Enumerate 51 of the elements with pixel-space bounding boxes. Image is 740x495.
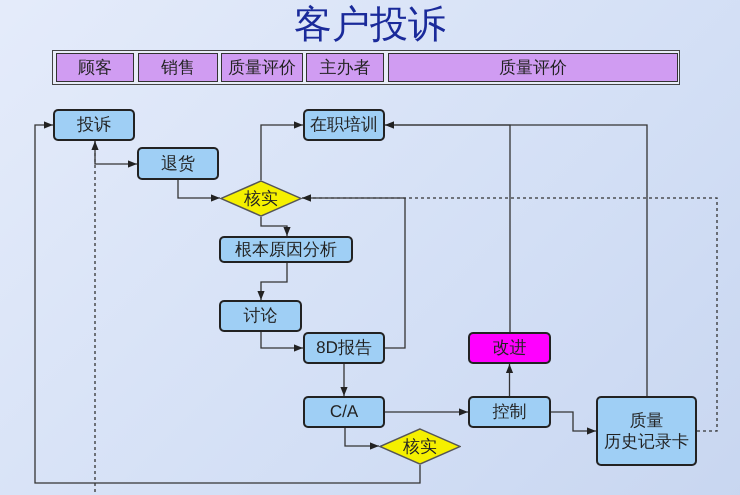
process-box: [219, 300, 302, 332]
arrow: [260, 217, 291, 236]
arrow: [177, 180, 220, 202]
node-label: 顾客: [78, 56, 112, 78]
header-band: [221, 53, 303, 82]
process-box: [303, 396, 385, 428]
process-box: [303, 332, 385, 364]
process-box: [303, 109, 385, 141]
arrow: [260, 332, 303, 352]
node-label: 改进: [492, 337, 526, 359]
process-box: [53, 109, 135, 141]
header-band: [306, 53, 384, 82]
node-label: 8D报告: [316, 337, 372, 359]
process-box: [137, 147, 219, 180]
arrow: [506, 364, 514, 396]
header-band: [388, 53, 678, 82]
arrow: [260, 121, 303, 180]
arrow: [385, 408, 468, 416]
arrow: [340, 364, 348, 396]
arrow: [385, 121, 648, 396]
arrow: [257, 263, 288, 300]
header-band: [138, 53, 218, 82]
node-label: 销售: [161, 56, 195, 78]
node-label: 质量评价: [499, 56, 567, 78]
arrow: [91, 141, 99, 492]
arrow: [551, 411, 596, 435]
node-label: 主办者: [320, 56, 370, 78]
process-box: [596, 396, 697, 466]
node-label: C/A: [330, 401, 358, 423]
node-label: 在职培训: [310, 114, 378, 136]
decision-diamond: [220, 180, 302, 217]
node-label: 核实: [244, 188, 278, 210]
node-label: 核实: [403, 436, 437, 458]
process-box: [219, 236, 353, 263]
process-box: [468, 396, 551, 428]
title: 客户投诉: [293, 3, 447, 48]
header-frame: [52, 50, 680, 85]
header-band: [56, 53, 134, 82]
node-label: 退货: [161, 152, 195, 174]
node-label: 质量评价: [228, 56, 296, 78]
process-box: [468, 332, 551, 364]
node-label: 历史记录卡: [604, 431, 689, 452]
node-label: 讨论: [244, 305, 278, 327]
node-label: 投诉: [77, 114, 111, 136]
arrow: [302, 194, 718, 432]
node-label: 根本原因分析: [235, 238, 337, 260]
arrow: [34, 121, 421, 484]
node-label: 控制: [492, 401, 526, 423]
node-label: 质量: [630, 410, 664, 431]
decision-diamond: [379, 428, 461, 465]
arrow: [344, 428, 379, 450]
